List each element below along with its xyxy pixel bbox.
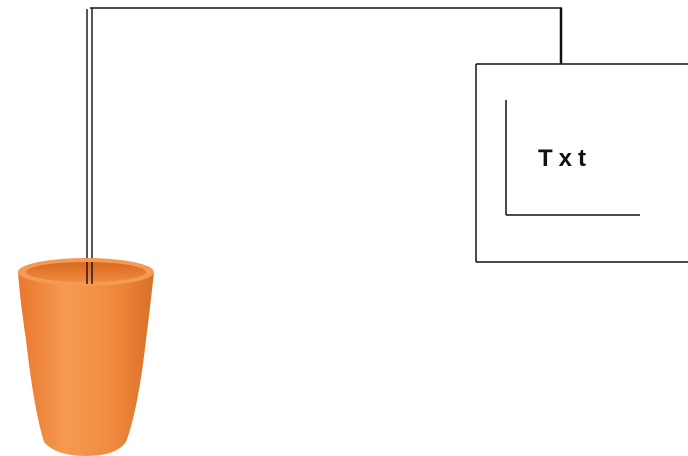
flower-pot-icon [18,258,154,456]
box-label: Txt [538,145,592,172]
outer-box [475,63,688,263]
inner-bracket [505,100,640,216]
connecting-wire [86,7,563,284]
